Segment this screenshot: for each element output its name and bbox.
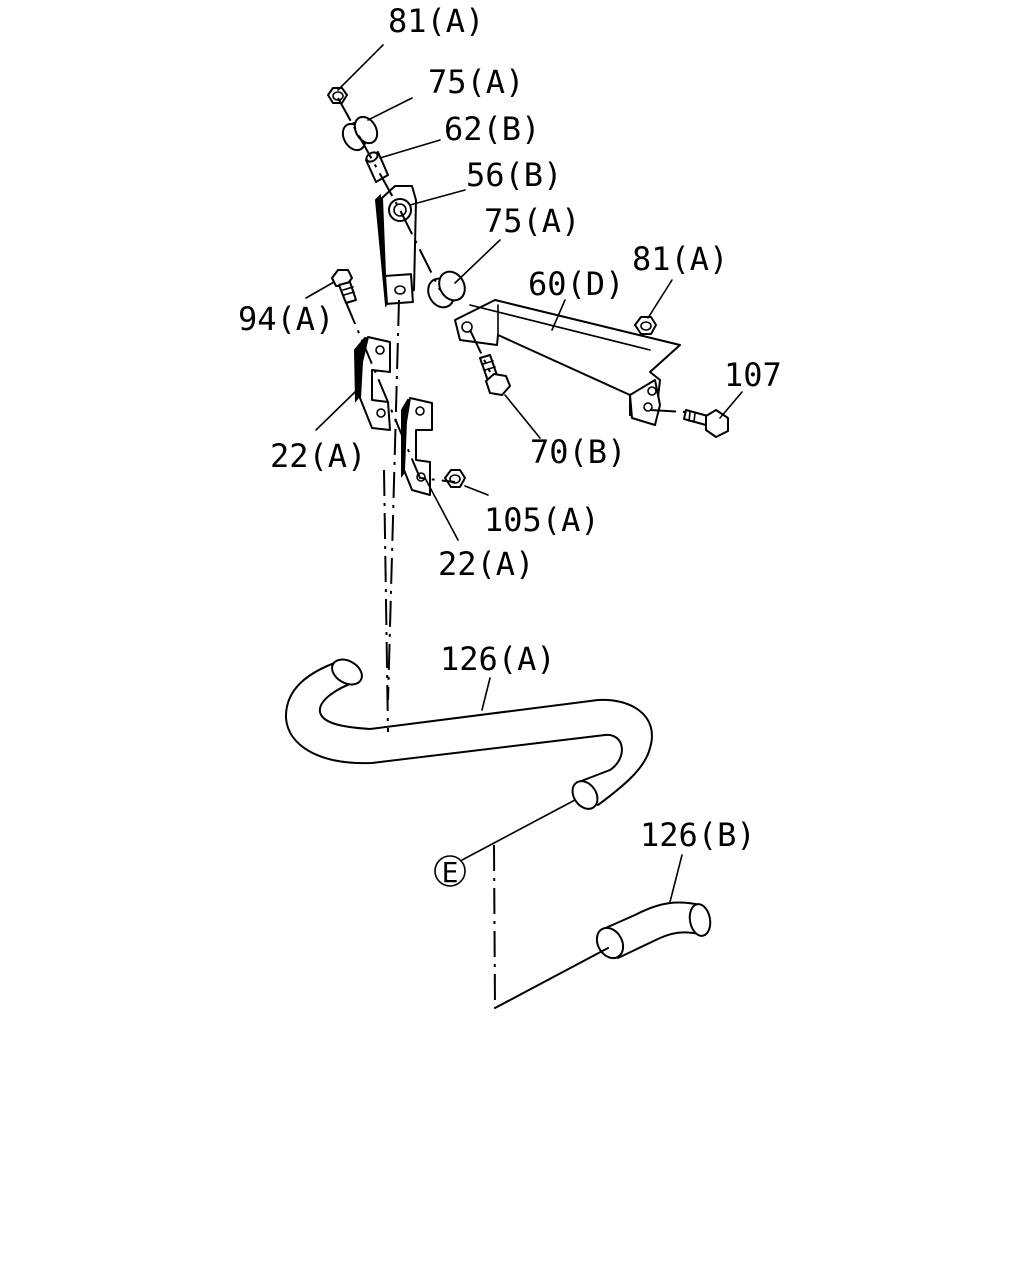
- label-75a-middle: 75(A): [484, 202, 580, 240]
- bracket-56b: [374, 185, 417, 308]
- assembly-lines: [337, 97, 687, 1009]
- clamp-22a-right: [401, 397, 433, 496]
- label-56b: 56(B): [466, 156, 562, 194]
- hose-126a: [284, 658, 653, 810]
- ref-e-marker: E: [434, 855, 466, 889]
- label-81a-right: 81(A): [632, 240, 728, 278]
- label-22a-right: 22(A): [438, 545, 534, 583]
- label-94a: 94(A): [238, 300, 334, 338]
- label-22a-left: 22(A): [270, 437, 366, 475]
- label-107: 107: [724, 356, 782, 394]
- nut-81a-top: [327, 87, 348, 104]
- bolt-107: [683, 409, 729, 438]
- label-81a-top: 81(A): [388, 2, 484, 40]
- bushing-75a-top: [341, 115, 379, 152]
- hose-126b: [595, 901, 712, 960]
- bolt-94a: [331, 269, 357, 304]
- label-126a: 126(A): [440, 640, 556, 678]
- bushing-75a-middle: [427, 270, 466, 309]
- label-70b: 70(B): [530, 433, 626, 471]
- label-75a-top: 75(A): [428, 63, 524, 101]
- leader-lines: [305, 44, 743, 903]
- label-126b: 126(B): [640, 816, 756, 854]
- nut-81a-right: [634, 316, 657, 335]
- clamp-22a-left: [353, 336, 391, 431]
- bracket-60d: [454, 299, 681, 426]
- label-60d: 60(D): [528, 265, 624, 303]
- nut-105a: [444, 469, 466, 488]
- ref-e-label: E: [442, 856, 459, 889]
- label-62b: 62(B): [444, 110, 540, 148]
- label-105a: 105(A): [484, 501, 600, 539]
